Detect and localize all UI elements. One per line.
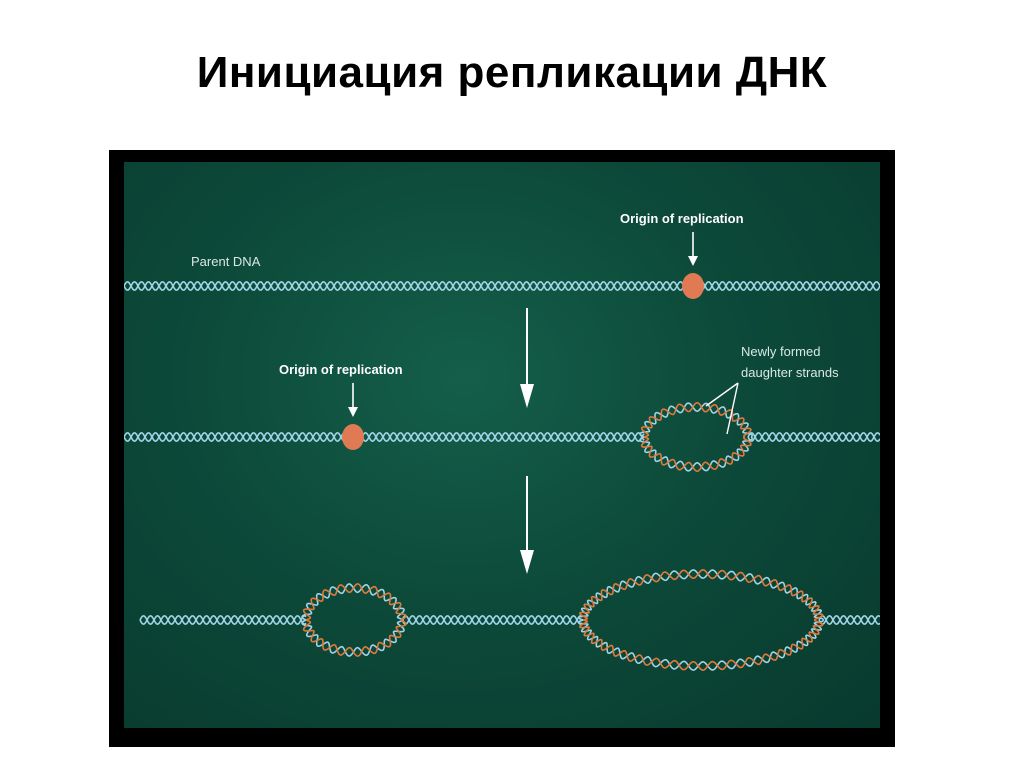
dna-strands	[124, 281, 880, 671]
stage-arrow-1	[520, 308, 534, 408]
row3-large-bubble-bottom-parent	[578, 619, 824, 671]
row3-large-bubble-top-parent	[578, 569, 824, 621]
row2-left-strand-b	[124, 432, 645, 442]
row3-small-bubble-bottom-daughter	[302, 619, 407, 657]
newly-formed-label-line1: Newly formed	[741, 344, 820, 359]
row2-bubble-bottom-daughter	[640, 436, 752, 472]
row3-small-bubble-top-daughter	[302, 583, 407, 621]
row3-right-strand-a	[818, 615, 880, 625]
parent-dna-strand-b	[124, 281, 880, 291]
origin-arrow-middle	[348, 383, 358, 417]
row2-left-strand-a	[124, 432, 645, 442]
parent-dna-label: Parent DNA	[191, 254, 261, 269]
origin-label-top: Origin of replication	[620, 211, 744, 226]
slide-title: Инициация репликации ДНК	[196, 48, 828, 97]
row3-middle-strand-a	[401, 615, 583, 625]
origin-marker-top	[682, 273, 704, 299]
row2-bubble-top-parent	[639, 402, 753, 438]
origin-marker-middle	[342, 424, 364, 450]
row3-left-strand-b	[139, 615, 307, 625]
row2-bubble-top-daughter	[640, 402, 752, 438]
row3-large-bubble-bottom-daughter	[578, 619, 824, 671]
row3-right-strand-b	[818, 615, 880, 625]
row3-middle-strand-b	[401, 615, 583, 625]
row2-bubble-bottom-parent	[639, 436, 753, 472]
dna-replication-diagram: Parent DNA Origin of replication Origin …	[124, 162, 880, 728]
row2-right-strand-b	[747, 432, 880, 442]
origin-label-middle: Origin of replication	[279, 362, 403, 377]
origin-arrow-top	[688, 232, 698, 266]
daughter-strand-pointers	[705, 382, 739, 435]
newly-formed-label-line2: daughter strands	[741, 365, 839, 380]
row3-large-bubble-top-daughter	[578, 569, 824, 621]
stage-arrow-2	[520, 476, 534, 574]
figure-frame: Parent DNA Origin of replication Origin …	[109, 150, 895, 747]
row2-right-strand-a	[747, 432, 880, 442]
